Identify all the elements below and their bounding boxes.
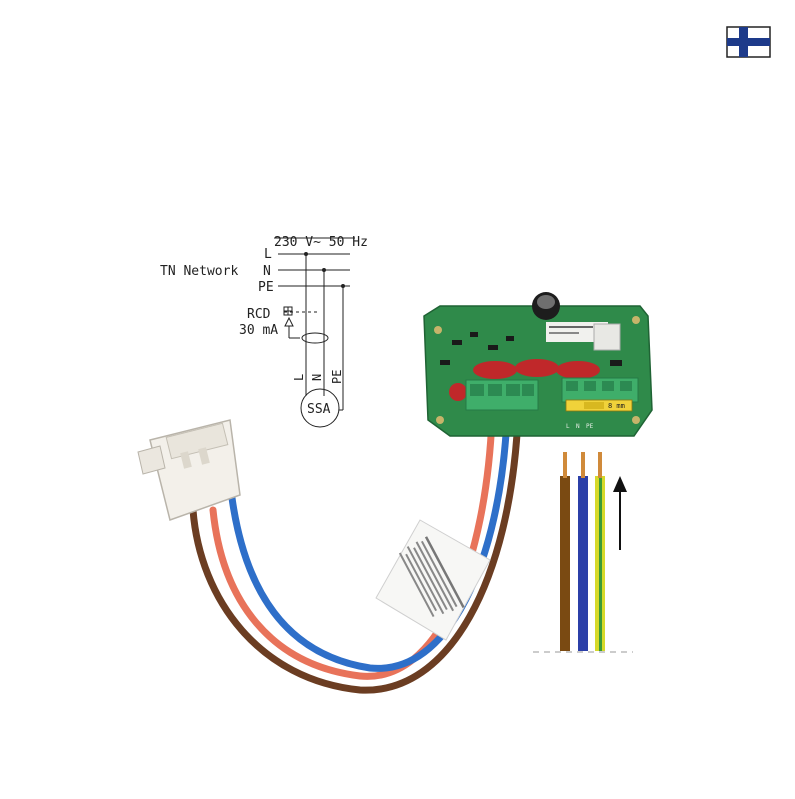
pcb-board [424,292,652,436]
rcd-rating: 30 mA [239,323,278,338]
strip-length-label: 8 mm [608,402,625,410]
device-label: SSA [307,402,331,417]
wiring-schematic [274,238,355,427]
insert-arrow-icon [613,476,627,550]
lead-pe-label: PE [330,370,344,384]
lead-n-label: N [310,374,324,381]
neutral-label: N [263,264,271,279]
network-label: TN Network [160,264,238,279]
lead-l-label: L [292,374,306,381]
pe-label: PE [258,280,274,295]
supply-label: 230 V~ 50 Hz [274,235,368,250]
line-label: L [264,247,272,262]
connector-plug [138,420,240,520]
terminal-label-l: L [566,423,570,430]
finland-flag-icon [727,27,770,57]
terminal-label-n: N [576,423,580,430]
rcd-label: RCD [247,307,271,322]
terminal-label-pe: PE [586,423,594,430]
